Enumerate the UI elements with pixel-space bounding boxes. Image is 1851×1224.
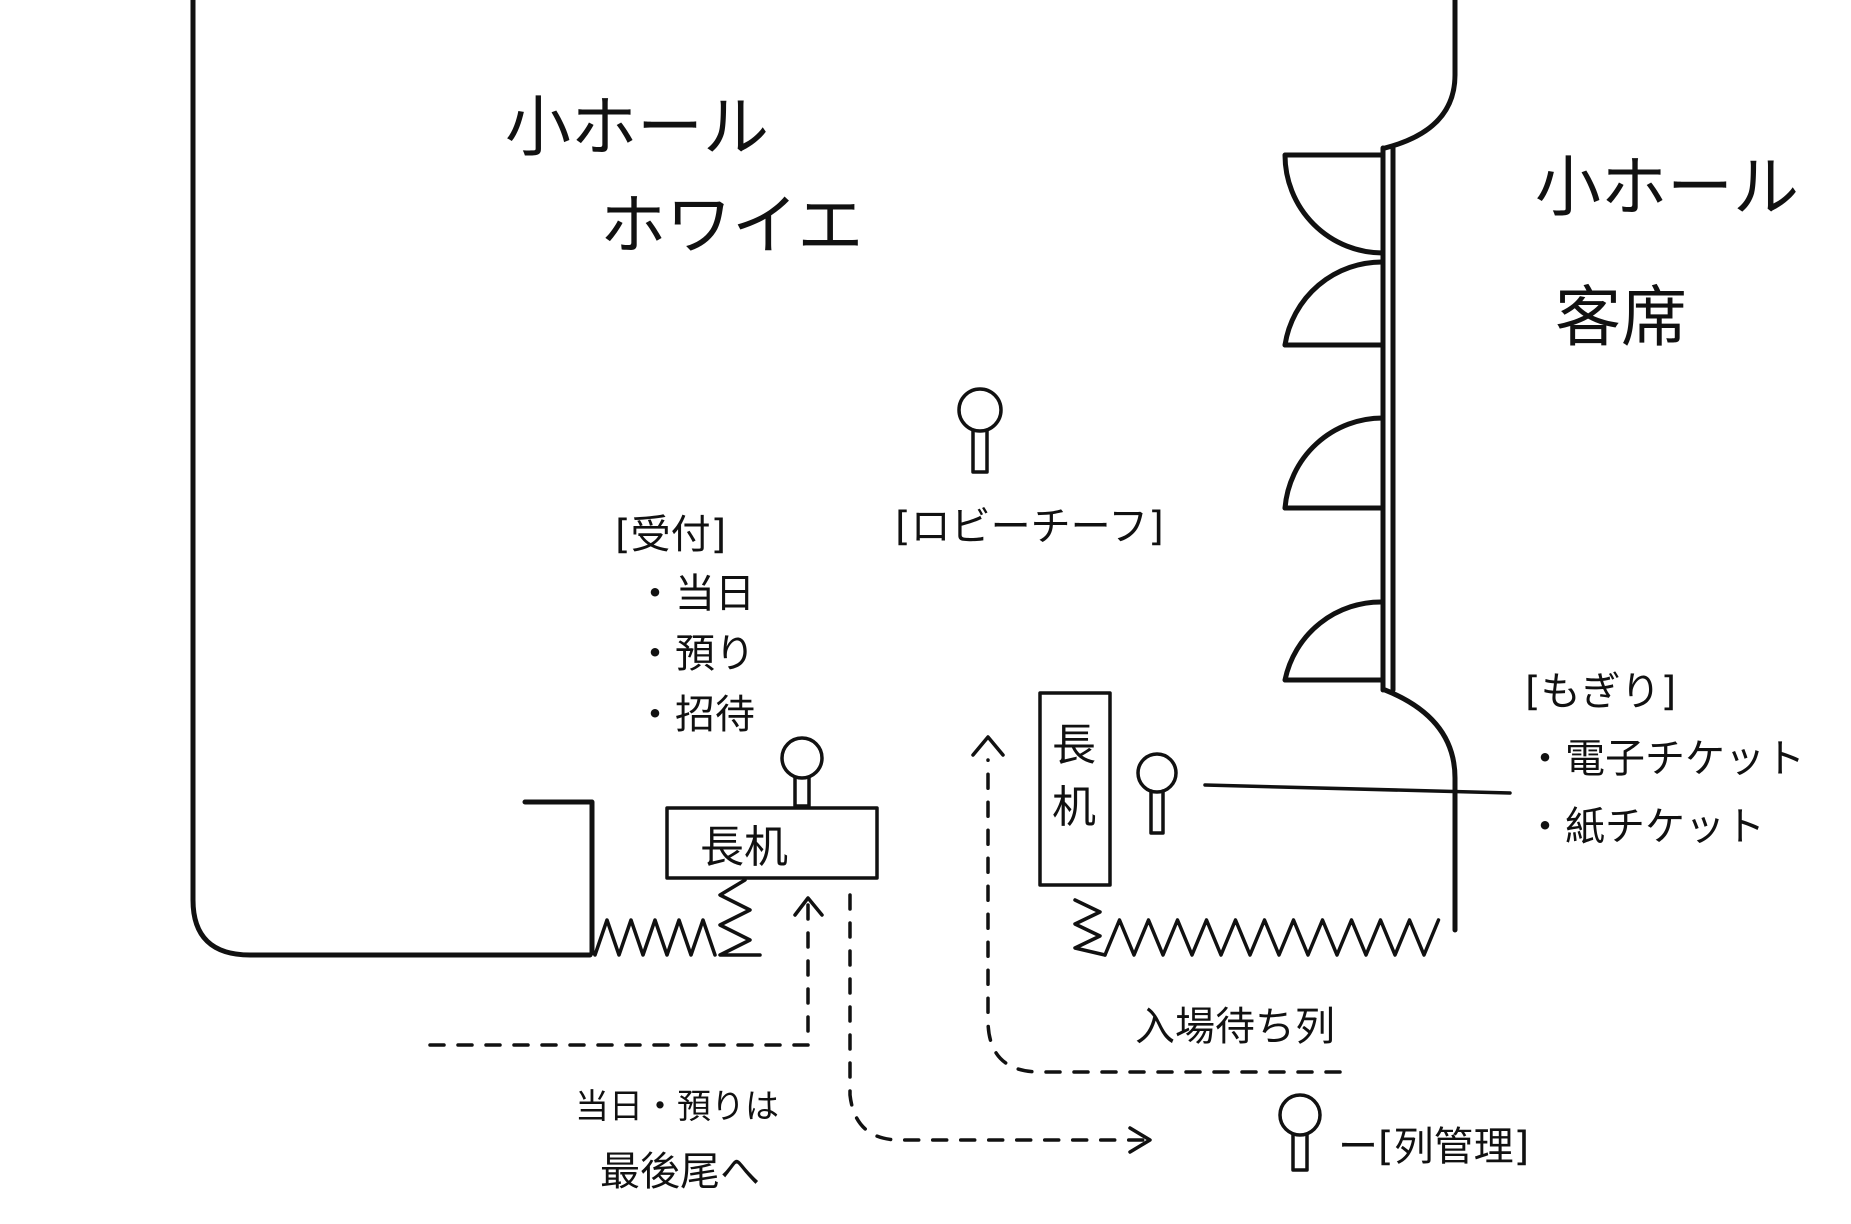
- mogiri-leader-line: [1203, 783, 1512, 795]
- seating-label-line2: 客席: [1555, 279, 1687, 356]
- reception-label: [受付] ・当日 ・預り ・招待: [615, 512, 755, 738]
- queue-barriers: [593, 878, 1441, 957]
- mogiri-item-paper-ticket: ・紙チケット: [1525, 804, 1765, 850]
- foyer-label-line1: 小ホール: [505, 89, 769, 166]
- reception-item-held: ・預り: [635, 631, 755, 677]
- seating-label: 小ホール 客席: [1535, 149, 1799, 356]
- note-line1: 当日・預りは: [575, 1087, 779, 1127]
- person-mogiri: [1136, 752, 1178, 835]
- entrance-table-label-1: 長: [1052, 720, 1096, 771]
- note-line2: 最後尾へ: [600, 1149, 760, 1195]
- note-label: 当日・預りは 最後尾へ: [575, 1087, 779, 1195]
- reception-table-label: 長机: [700, 822, 788, 873]
- queue-label: 入場待ち列: [1135, 1004, 1335, 1050]
- entrance-table: [1038, 691, 1112, 887]
- hall-doors: [1282, 145, 1396, 693]
- reception-item-today: ・当日: [635, 571, 755, 617]
- reception-title: [受付]: [615, 512, 726, 558]
- mogiri-title: [もぎり]: [1525, 669, 1676, 715]
- mogiri-item-e-ticket: ・電子チケット: [1525, 736, 1805, 782]
- foyer-walls: [190, 0, 1458, 958]
- person-lobby-chief: [957, 387, 1003, 474]
- seating-label-line1: 小ホール: [1535, 149, 1799, 226]
- foyer-label-line2: ホワイエ: [600, 187, 863, 264]
- entrance-table-label-2: 机: [1052, 782, 1096, 833]
- person-reception: [780, 736, 824, 808]
- flow-paths: [428, 735, 1342, 1154]
- lobby-chief-label: [ロビーチーフ]: [895, 504, 1164, 550]
- mogiri-label: [もぎり] ・電子チケット ・紙チケット: [1525, 669, 1805, 850]
- line-manager-label: ー[列管理]: [1338, 1124, 1529, 1170]
- foyer-label: 小ホール ホワイエ: [505, 89, 863, 264]
- reception-table: [665, 806, 879, 880]
- reception-item-invite: ・招待: [635, 692, 755, 738]
- person-line-manager: [1278, 1093, 1322, 1172]
